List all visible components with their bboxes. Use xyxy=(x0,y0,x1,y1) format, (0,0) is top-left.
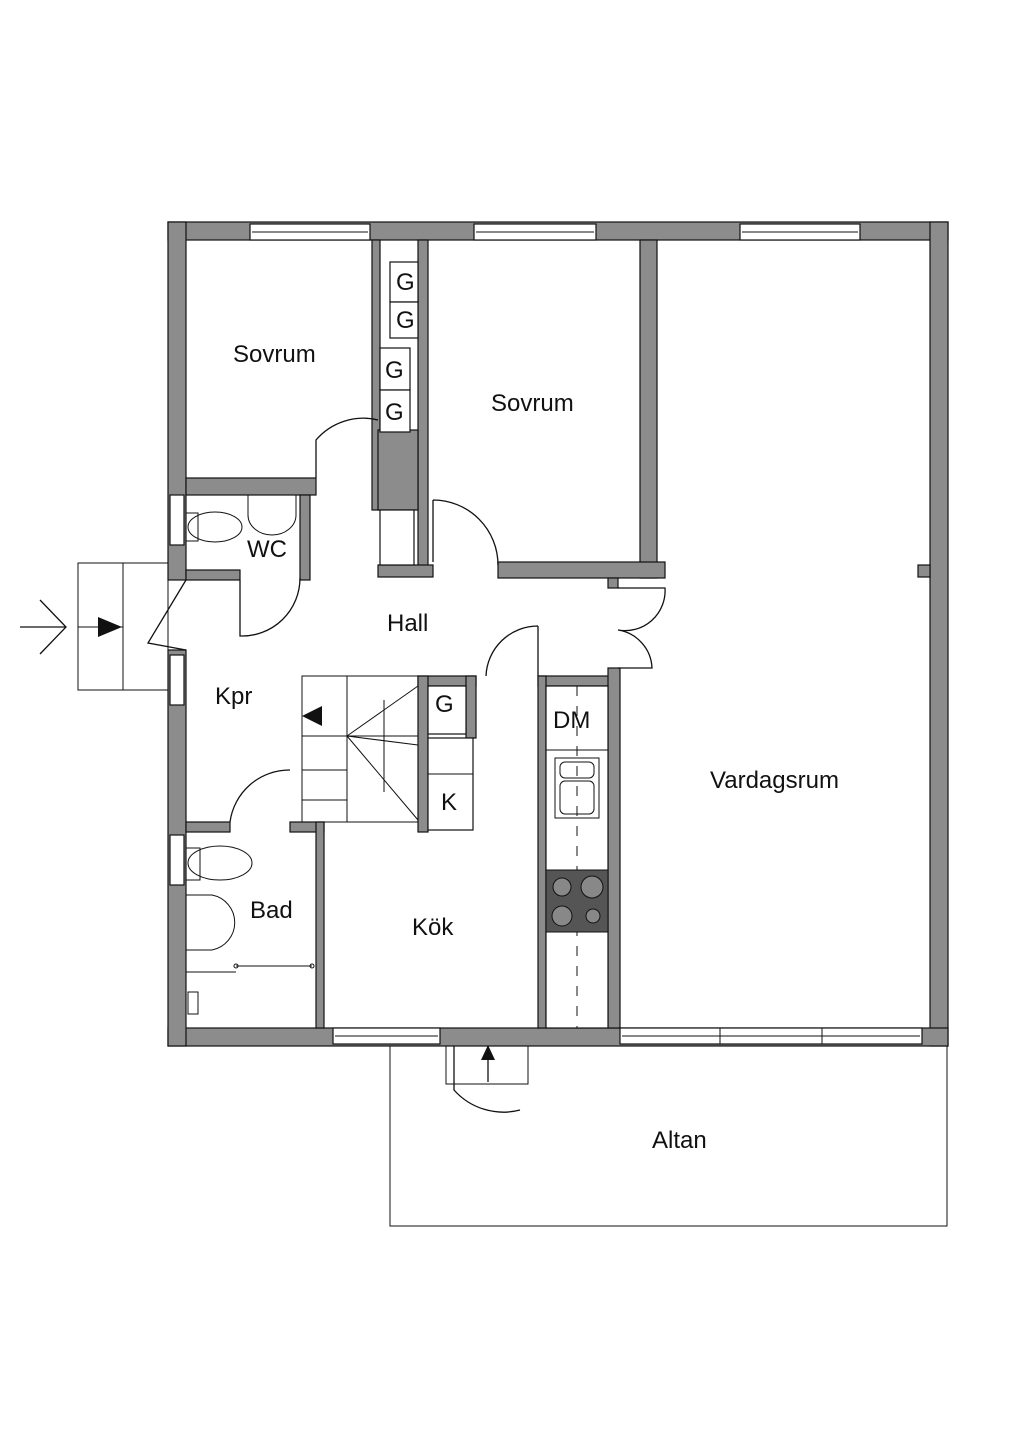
kitchen-counter xyxy=(545,685,609,1029)
room-label-wc: WC xyxy=(247,536,287,563)
room-label-kok: Kök xyxy=(412,914,454,941)
dishwasher-label: DM xyxy=(553,707,590,734)
doors xyxy=(146,417,666,1113)
room-label-vardagsrum: Vardagsrum xyxy=(710,767,839,794)
shower-rail xyxy=(186,963,315,1015)
washbasin-icon xyxy=(186,495,297,951)
inner-walls xyxy=(185,239,931,1029)
toilet-icon xyxy=(185,511,253,881)
room-label-sovrum: Sovrum xyxy=(491,390,574,417)
closet-label: G xyxy=(396,269,415,296)
room-label-bad: Bad xyxy=(250,897,293,924)
room-label-sovrum: Sovrum xyxy=(233,341,316,368)
stair-arrow-icon xyxy=(302,706,322,726)
sink-icon xyxy=(554,757,600,819)
closets xyxy=(379,261,474,831)
closet-label: G xyxy=(385,399,404,426)
closet-label: G xyxy=(385,357,404,384)
windows xyxy=(169,223,923,1045)
closet-label: G xyxy=(435,691,454,718)
room-label-kpr: Kpr xyxy=(215,683,252,710)
room-label-hall: Hall xyxy=(387,610,428,637)
room-label-altan: Altan xyxy=(652,1127,707,1154)
staircase xyxy=(301,675,419,823)
closet-label: G xyxy=(396,307,415,334)
entrance-arrow-icon xyxy=(20,599,67,655)
entrance-step xyxy=(77,562,169,691)
fridge-label: K xyxy=(441,789,457,816)
